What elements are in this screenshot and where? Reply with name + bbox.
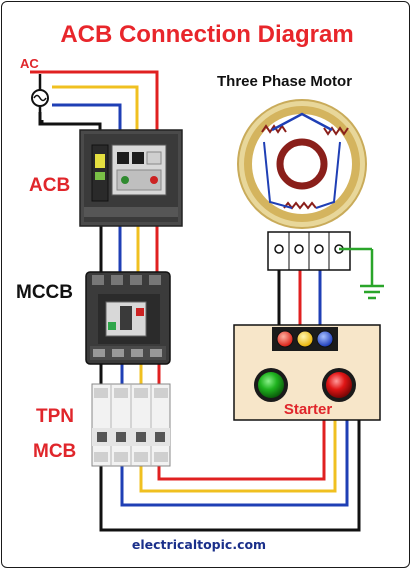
ac-source-icon: [31, 74, 49, 120]
ac-label: AC: [20, 56, 39, 71]
wire-red-mcb-starter: [157, 420, 326, 481]
mcb-label: MCB: [33, 441, 76, 462]
wire-yellow-ac-feed: [52, 85, 139, 132]
mccb-breaker: [85, 271, 171, 365]
motor-terminal-box: [267, 231, 374, 285]
acb-label: ACB: [29, 175, 70, 196]
wiring: [30, 70, 361, 532]
wire-blue-ac-feed: [52, 103, 122, 132]
red-stop-button-icon: [322, 368, 356, 402]
wire-blue-mcb-starter: [120, 420, 349, 507]
footer-watermark: electricaltopic.com: [132, 537, 266, 552]
tpn-mcb: [91, 383, 171, 467]
tpn-label: TPN: [36, 406, 74, 427]
mccb-label: MCCB: [16, 282, 73, 303]
ground-icon: [360, 284, 384, 300]
wire-black-mcb-starter: [99, 420, 361, 532]
starter-label: Starter: [284, 401, 333, 418]
indicator-lamp-icon: [272, 327, 338, 351]
acb-breaker: [79, 129, 183, 227]
motor-label: Three Phase Motor: [217, 73, 352, 90]
green-start-button-icon: [254, 368, 288, 402]
wire-black-ac-feed: [38, 112, 102, 132]
three-phase-motor: [237, 99, 367, 229]
wire-red-ac-feed: [30, 70, 159, 132]
diagram-title: ACB Connection Diagram: [60, 21, 353, 48]
wire-yellow-mcb-starter: [139, 420, 337, 493]
